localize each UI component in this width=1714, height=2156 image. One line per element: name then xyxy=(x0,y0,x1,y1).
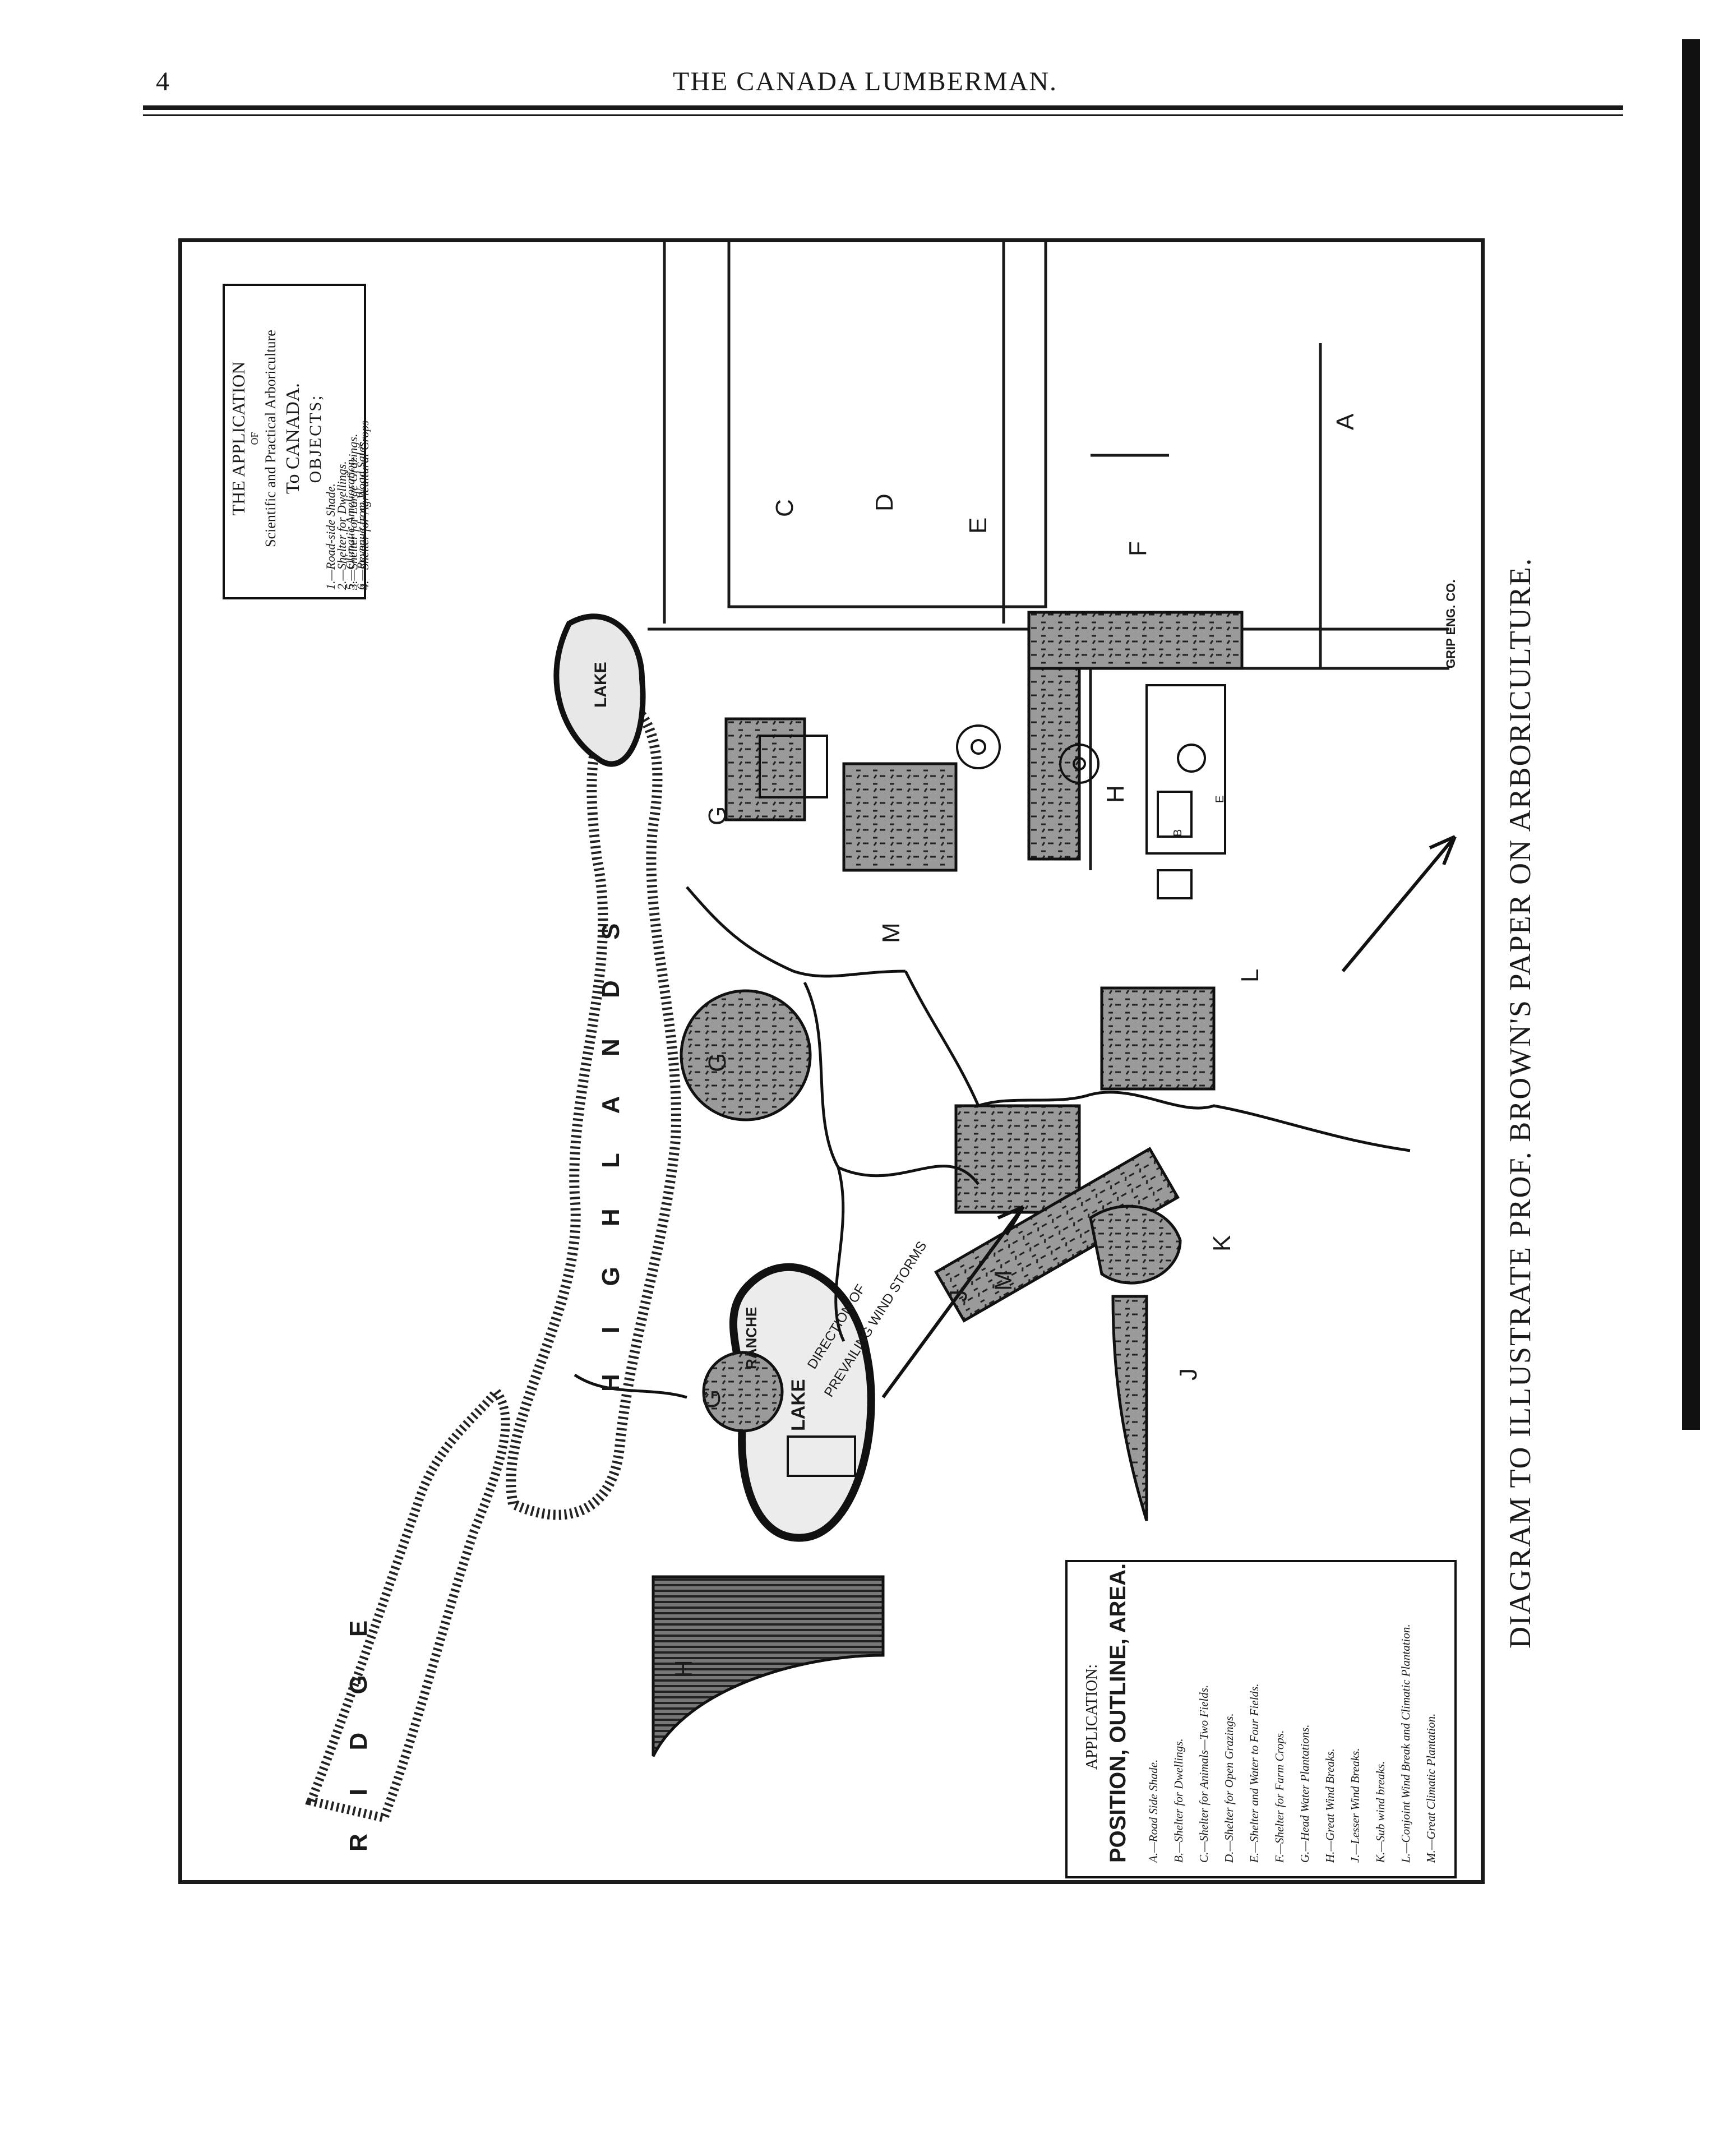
label-J1: J xyxy=(945,1290,972,1302)
objects-item: 6.—Revenue from Wood Sales. xyxy=(354,438,368,590)
application-item: G.—Head Water Plantations. xyxy=(1298,1724,1311,1863)
plantation-J-right xyxy=(1111,1295,1148,1521)
objects-of: OF xyxy=(249,432,260,445)
objects-box xyxy=(223,284,366,599)
label-E-small: E xyxy=(1214,795,1226,803)
label-D: D xyxy=(871,493,898,511)
label-C: C xyxy=(771,499,798,517)
label-F: F xyxy=(1124,541,1152,556)
label-H1: H xyxy=(1102,785,1129,803)
label-ridge: R I D G E xyxy=(345,1604,372,1852)
plantation-G-low xyxy=(702,1351,784,1433)
label-L: L xyxy=(1236,968,1264,982)
label-M1: M xyxy=(877,922,905,943)
plantation-H-lower xyxy=(1027,667,1081,861)
diagram-caption: DIAGRAM TO ILLUSTRATE PROF. BROWN'S PAPE… xyxy=(1503,557,1537,1649)
objects-list-2: 5.—Climatic Amelioration. 6.—Revenue fro… xyxy=(343,293,368,590)
plantation-K xyxy=(1089,1204,1182,1285)
application-header: APPLICATION: POSITION, OUTLINE, AREA. xyxy=(1079,1563,1131,1863)
engraver-credit: GRIP ENG. CO. xyxy=(1444,579,1458,668)
page-edge-shadow xyxy=(1682,39,1700,1430)
application-item: M.—Great Climatic Plantation. xyxy=(1424,1713,1438,1863)
label-G1: G xyxy=(704,806,731,825)
label-E: E xyxy=(964,517,992,534)
application-item: J.—Lesser Wind Breaks. xyxy=(1348,1748,1362,1863)
application-item: L.—Conjoint Wind Break and Climatic Plan… xyxy=(1399,1624,1412,1863)
application-item: H.—Great Wind Breaks. xyxy=(1323,1748,1337,1863)
objects-canada: To CANADA. xyxy=(283,383,303,494)
page-number: 4 xyxy=(156,67,170,96)
application-box xyxy=(1065,1560,1457,1878)
header-rule-thin xyxy=(143,114,1623,116)
label-B: B xyxy=(1172,829,1184,837)
label-G3: G xyxy=(698,1389,726,1409)
application-item: B.—Shelter for Dwellings. xyxy=(1172,1738,1185,1863)
objects-box-text: THE APPLICATION OF Scientific and Practi… xyxy=(227,287,327,590)
application-title: APPLICATION: xyxy=(1083,1664,1101,1770)
label-lake-small: LAKE xyxy=(592,662,610,708)
application-item: D.—Shelter for Open Grazings. xyxy=(1222,1713,1236,1863)
plantation-G-mid xyxy=(680,989,812,1121)
label-ranche: RANCHE xyxy=(743,1306,760,1369)
application-item: F.—Shelter for Farm Crops. xyxy=(1273,1730,1286,1863)
map-drawing xyxy=(305,242,1457,1823)
label-M2: M xyxy=(990,1270,1017,1291)
farm-schematic xyxy=(759,684,1226,1477)
plantation-M-top xyxy=(842,762,958,872)
label-G2: G xyxy=(704,1052,731,1072)
wind-arrow xyxy=(881,835,1457,1398)
objects-title: THE APPLICATION xyxy=(228,361,248,516)
plantation-J-diag xyxy=(934,1147,1180,1323)
header-rule-thick xyxy=(143,105,1623,110)
arboriculture-diagram: THE APPLICATION OF Scientific and Practi… xyxy=(178,238,1485,1884)
highlands-ridge xyxy=(506,696,681,1520)
plantation-H-big xyxy=(652,1575,885,1757)
application-subtitle: POSITION, OUTLINE, AREA. xyxy=(1106,1563,1130,1863)
application-item: K.—Sub wind breaks. xyxy=(1374,1761,1387,1863)
objects-subtitle: Scientific and Practical Arboriculture xyxy=(262,330,279,547)
label-A: A xyxy=(1332,413,1359,430)
application-item: E.—Shelter and Water to Four Fields. xyxy=(1248,1683,1261,1863)
small-lake xyxy=(553,613,646,767)
label-H2: H xyxy=(670,1660,697,1678)
plantation-G-top xyxy=(724,717,806,821)
application-item: C.—Shelter for Animals—Two Fields. xyxy=(1197,1684,1211,1863)
plantation-L xyxy=(1100,986,1216,1091)
label-lake-big: LAKE xyxy=(788,1379,809,1431)
application-list: A.—Road Side Shade. B.—Shelter for Dwell… xyxy=(1141,1571,1444,1863)
streams xyxy=(574,886,1411,1399)
label-K: K xyxy=(1208,1235,1236,1252)
plantation-H-top xyxy=(1027,611,1244,670)
plantation-M-mid xyxy=(954,1104,1081,1214)
application-item: A.—Road Side Shade. xyxy=(1147,1759,1160,1863)
page-title: THE CANADA LUMBERMAN. xyxy=(673,67,1058,96)
label-highlands: H I G H L A N D S xyxy=(597,906,625,1392)
label-J2: J xyxy=(1175,1368,1202,1381)
ridge-outline xyxy=(305,1384,510,1823)
